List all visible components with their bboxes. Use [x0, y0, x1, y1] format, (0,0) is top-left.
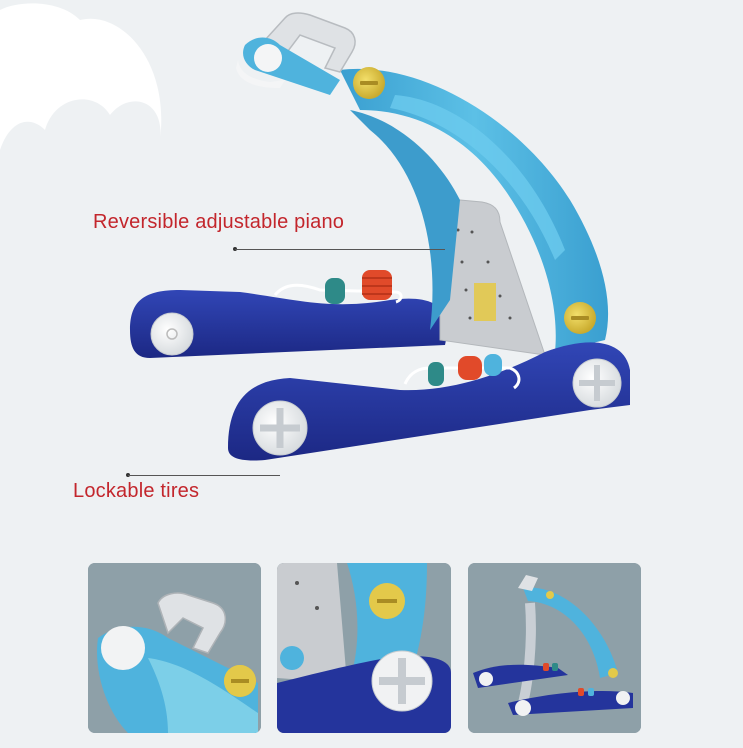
walker-arm-inner [350, 110, 460, 330]
bead-front-red [458, 356, 482, 380]
bead-red-stack [362, 270, 392, 300]
rear-left-wheel [150, 312, 194, 356]
piano-sticker [474, 283, 496, 321]
rear-base [130, 290, 450, 358]
bead-front-teal [428, 362, 444, 386]
front-base [228, 342, 630, 461]
callout-piano-leader [235, 249, 445, 250]
callout-tires-leader [128, 475, 280, 476]
bead-front-blue [484, 354, 502, 376]
thumbnail-full-walker[interactable] [468, 563, 641, 733]
piano-panel-dots [456, 228, 512, 320]
cloud-decoration [0, 3, 162, 150]
walker-handle [263, 12, 356, 73]
callout-tires: Lockable tires [73, 480, 200, 502]
handle-white-cap [254, 44, 282, 72]
callout-piano: Reversible adjustable piano [93, 211, 345, 233]
thumbnail-wheel-detail[interactable] [277, 563, 451, 733]
bead-teal [325, 278, 345, 304]
thumbnail-handle-detail[interactable] [88, 563, 261, 733]
